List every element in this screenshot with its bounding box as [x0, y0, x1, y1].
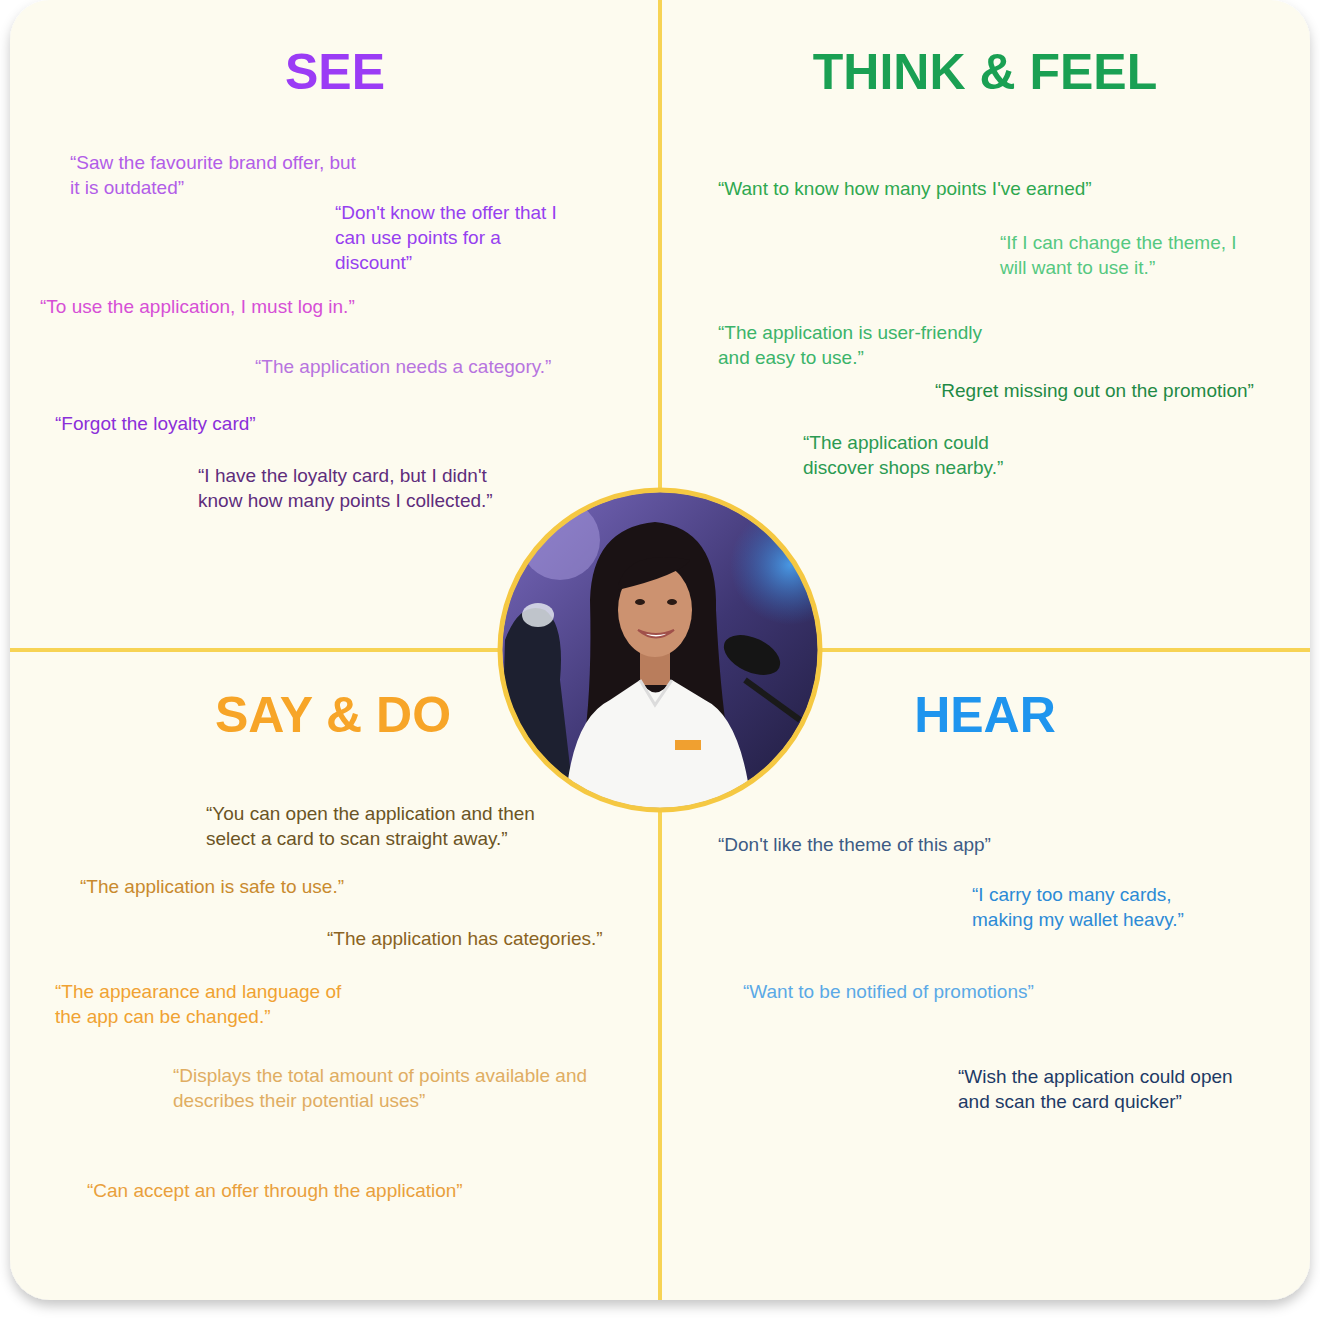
quote-note: “Wish the application could open and sca…	[958, 1064, 1263, 1114]
empathy-quadrant: SEE “Saw the favourite brand offer, but i…	[0, 0, 660, 650]
quote-note: “The application could discover shops ne…	[803, 430, 1018, 480]
shirt-collar	[640, 680, 672, 705]
card-background	[10, 0, 1310, 1300]
quote-note: “Saw the favourite brand offer, but it i…	[70, 150, 365, 200]
quote-note: “Don't know the offer that I can use poi…	[335, 200, 573, 275]
eye	[635, 599, 645, 605]
photo-background	[500, 490, 820, 810]
quadrant-heading: THINK & FEEL	[813, 44, 1157, 100]
quote-note: “I carry too many cards, making my walle…	[972, 882, 1197, 932]
quadrant-heading: SEE	[285, 44, 385, 100]
quote-note: “Want to be notified of promotions”	[743, 979, 1034, 1004]
empathy-quadrant: THINK & FEEL “Want to know how many point…	[660, 0, 1320, 650]
background-mask	[522, 603, 554, 627]
light-bokeh	[520, 500, 600, 580]
white-shirt	[565, 680, 752, 810]
microphone	[718, 627, 787, 683]
fringe	[618, 557, 690, 590]
smile	[638, 630, 674, 638]
quote-note: “Can accept an offer through the applica…	[87, 1178, 463, 1203]
empathy-quadrant: HEAR “Don't like the theme of this app” “I…	[660, 650, 1320, 1300]
eye	[667, 599, 677, 605]
quote-note: “To use the application, I must log in.”	[40, 294, 355, 319]
persona-photo	[500, 490, 850, 810]
quote-note: “The application has categories.”	[327, 926, 603, 951]
quote-note: “The appearance and language of the app …	[55, 979, 370, 1029]
mic-stand	[745, 680, 800, 720]
shirt-logo	[675, 740, 701, 750]
quote-note: “The application is user-friendly and ea…	[718, 320, 1013, 370]
quote-note: “Regret missing out on the promotion”	[935, 378, 1254, 403]
light-bokeh	[730, 505, 850, 625]
quote-note: “The application is safe to use.”	[80, 874, 344, 899]
quadrant-heading: HEAR	[914, 687, 1056, 743]
quote-note: “Don't like the theme of this app”	[718, 832, 991, 857]
quote-note: “Displays the total amount of points ava…	[173, 1063, 593, 1113]
quote-note: “If I can change the theme, I will want …	[1000, 230, 1250, 280]
quote-note: “You can open the application and then s…	[206, 801, 571, 851]
quote-note: “Forgot the loyalty card”	[55, 411, 256, 436]
photo-ring	[500, 490, 820, 810]
quote-note: “The application needs a category.”	[255, 354, 551, 379]
empathy-quadrant: SAY & DO “You can open the application an…	[0, 650, 660, 1300]
quadrant-heading: SAY & DO	[215, 687, 451, 743]
quote-note: “Want to know how many points I've earne…	[718, 176, 1092, 201]
quote-note: “I have the loyalty card, but I didn't k…	[198, 463, 516, 513]
